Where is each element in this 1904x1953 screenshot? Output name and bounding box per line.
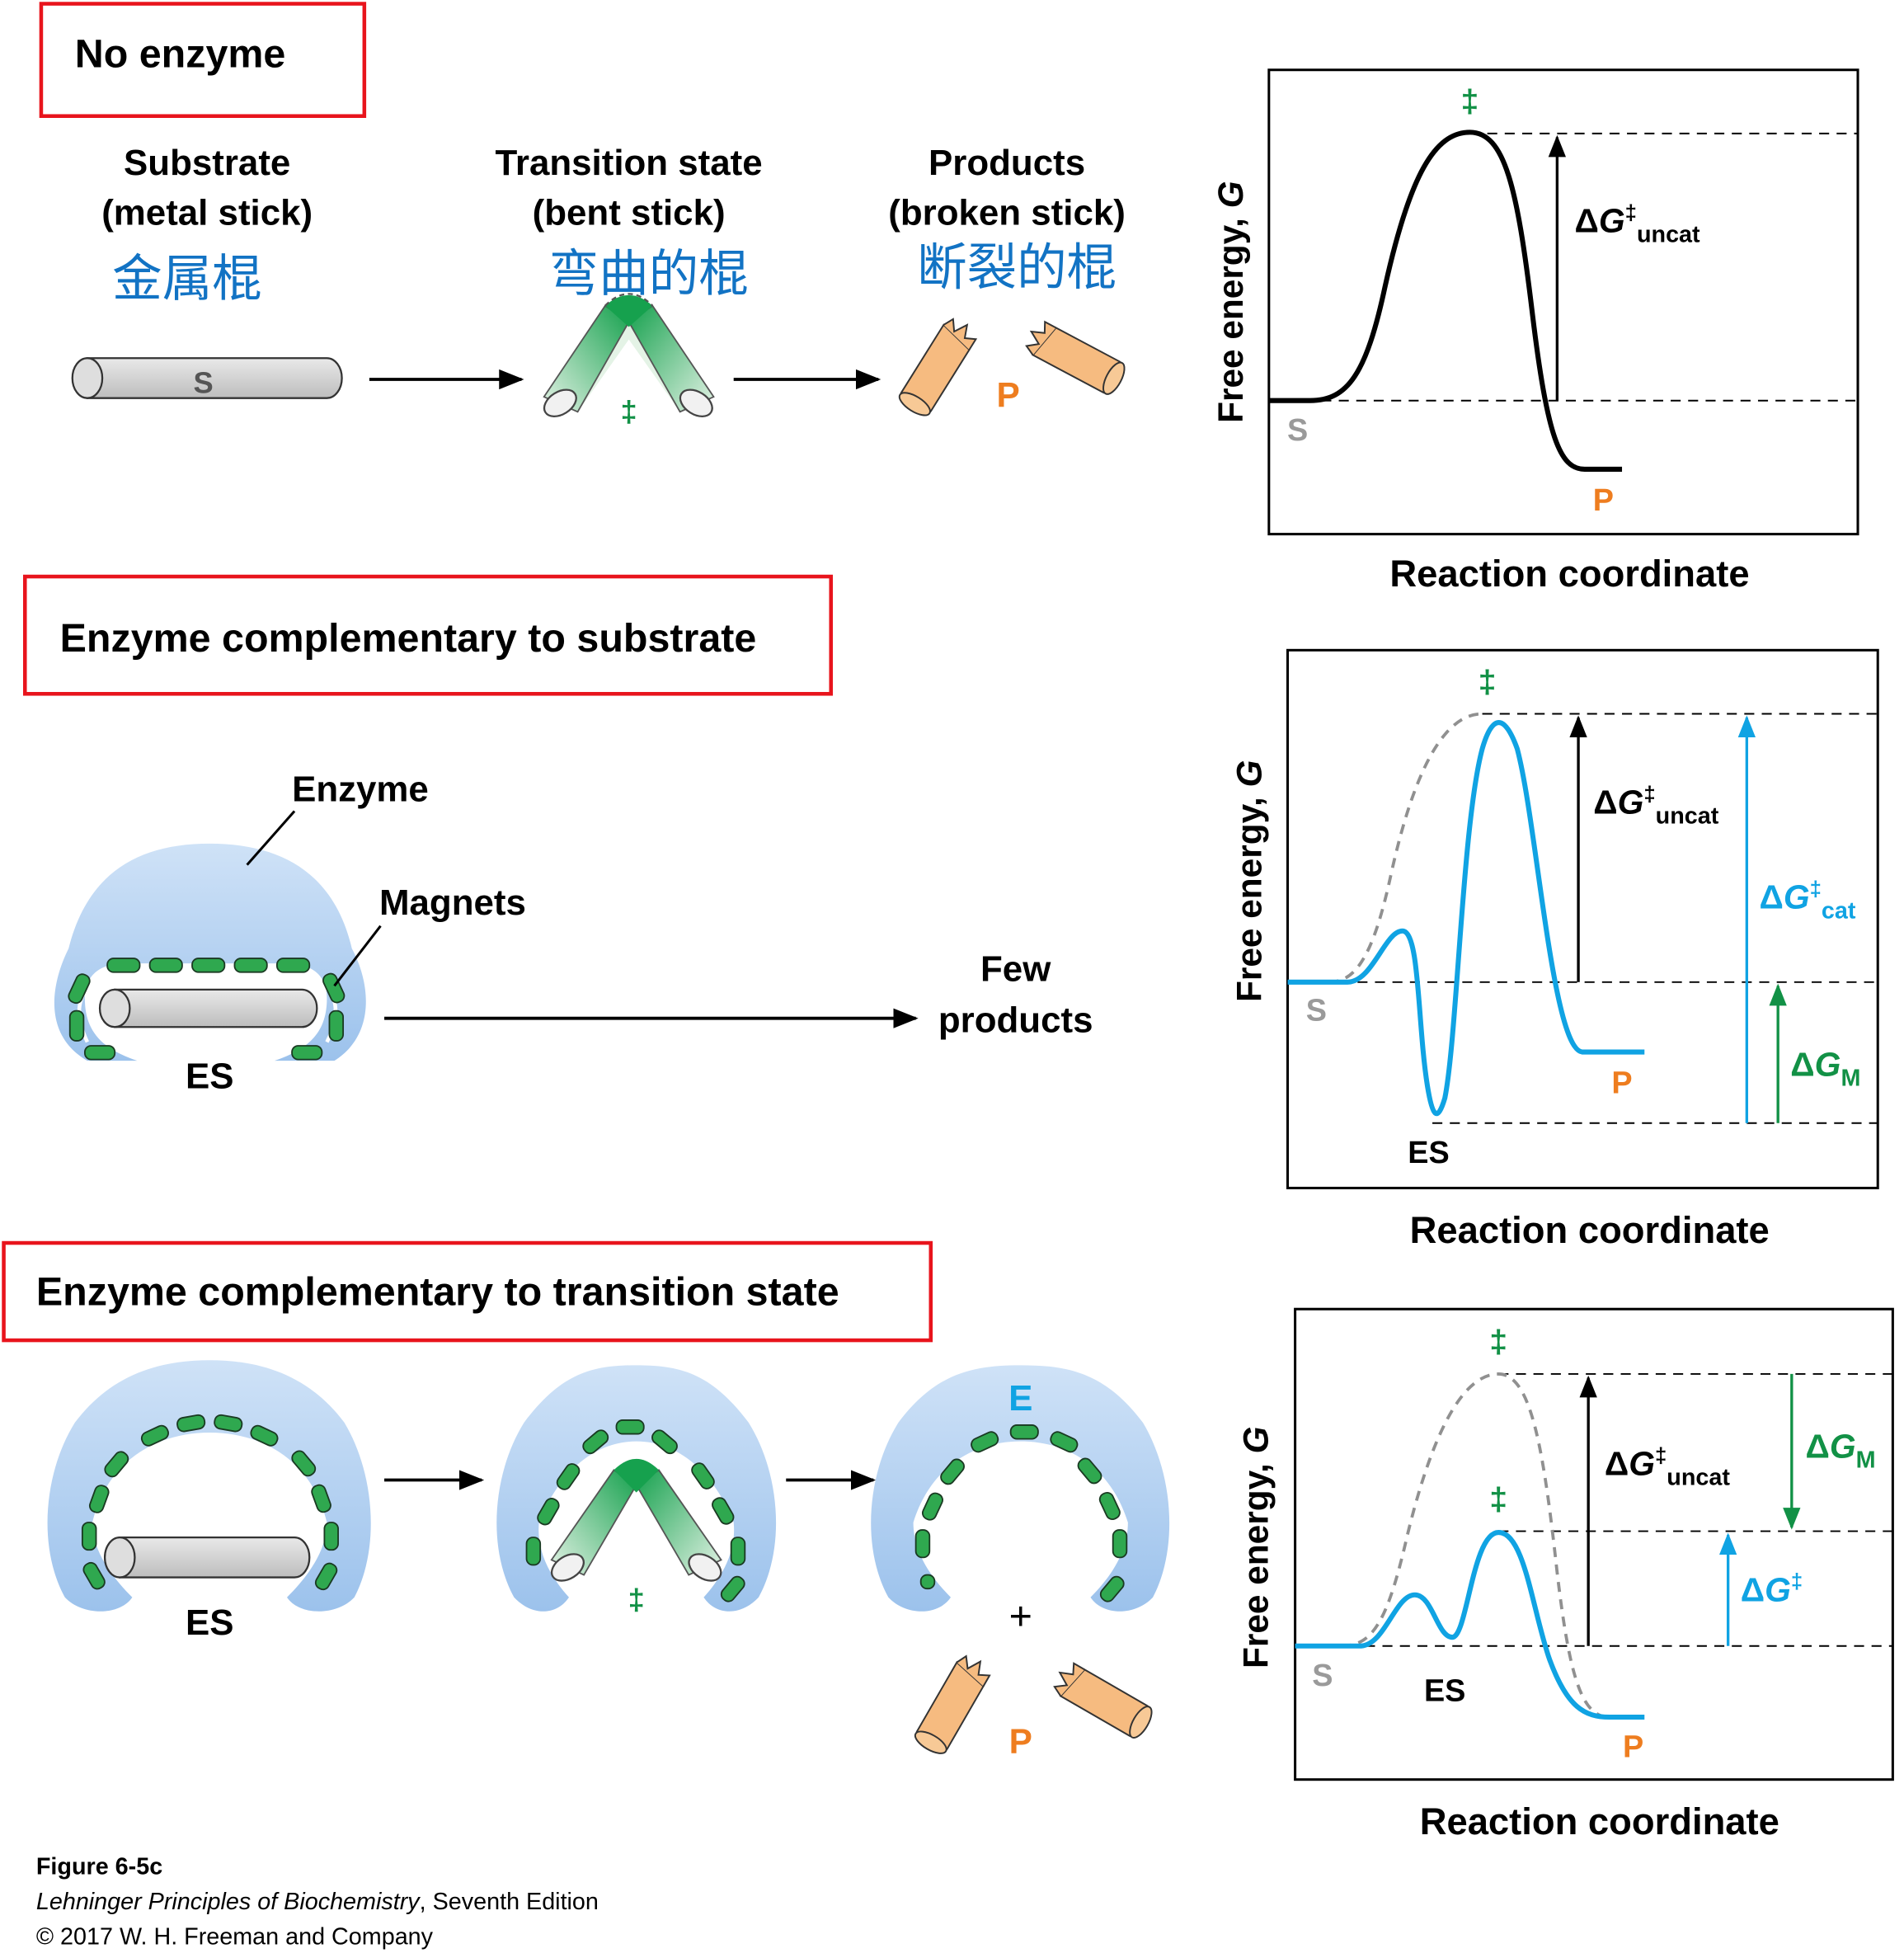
products-chinese-label: 断裂的棍	[917, 239, 1117, 295]
enzyme-icon	[54, 843, 366, 1061]
magnet-icon	[81, 1414, 339, 1591]
broken-stick-icon	[895, 313, 981, 421]
p-label: P	[1593, 483, 1614, 518]
broken-stick-icon	[1049, 1659, 1157, 1742]
dagger-label: ‡	[1489, 1324, 1507, 1360]
transition-dagger-mark: ‡	[621, 394, 637, 428]
p-label: P	[1623, 1729, 1643, 1764]
transition-sublabel: (bent stick)	[533, 192, 726, 233]
panel-title: Enzyme complementary to transition state	[36, 1270, 839, 1315]
products-p-mark: P	[1009, 1722, 1032, 1761]
x-axis-label: Reaction coordinate	[1420, 1800, 1779, 1842]
es-label: ES	[1424, 1673, 1465, 1708]
dagger-label: ‡	[1479, 664, 1497, 700]
panel-title: No enzyme	[75, 32, 286, 77]
y-axis-label: Free energy, G	[1230, 760, 1269, 1002]
magnet-icon	[68, 958, 346, 1061]
broken-stick-icon	[910, 1650, 994, 1759]
magnets-pointer-line	[333, 925, 382, 987]
energy-graph-substrate-binding: ‡ ΔG‡uncat ΔG‡cat ΔGM S ES P Reaction co…	[1230, 648, 1879, 1251]
p-label: P	[1611, 1066, 1632, 1100]
products-sublabel: (broken stick)	[888, 192, 1126, 233]
substrate-label: Substrate	[124, 143, 290, 183]
magnet-icon	[525, 1419, 746, 1602]
substrate-s-mark: S	[194, 366, 214, 400]
substrate-sublabel: (metal stick)	[101, 192, 313, 233]
es-label: ES	[1408, 1136, 1449, 1170]
title-box	[39, 2, 367, 118]
enzyme-e-label: E	[1008, 1378, 1032, 1419]
dagger-label: ‡	[1489, 1481, 1507, 1518]
bent-stick-icon	[543, 293, 715, 417]
enzyme-pointer-line	[246, 810, 296, 866]
transition-label: Transition state	[496, 143, 763, 183]
s-label: S	[1312, 1659, 1333, 1693]
es-label: ES	[186, 1056, 234, 1096]
graph-frame	[1294, 1307, 1894, 1781]
catalyzed-curve	[1295, 1530, 1645, 1720]
graph-frame	[1267, 68, 1859, 536]
energy-graph-uncatalyzed: ‡ ΔG‡uncat S P Reaction coordinate Free …	[1211, 68, 1859, 595]
products-p-mark: P	[996, 375, 1019, 414]
metal-stick-icon	[71, 357, 343, 399]
plus-sign: +	[1009, 1594, 1032, 1639]
book-title: Lehninger Principles of Biochemistry, Se…	[36, 1889, 599, 1915]
uncatalyzed-curve-dashed	[1341, 1372, 1610, 1719]
energy-graph-transition-binding: ‡ ‡ ΔG‡uncat ΔGM ΔG‡ S ES P Reaction coo…	[1236, 1307, 1894, 1842]
uncatalyzed-curve-dashed	[1328, 712, 1483, 984]
copyright-line: © 2017 W. H. Freeman and Company	[36, 1923, 434, 1950]
panel-no-enzyme: No enzyme Substrate (metal stick) 金属棍 Tr…	[39, 2, 1130, 428]
es-label: ES	[186, 1602, 234, 1643]
transition-chinese-label: 弯曲的棍	[549, 246, 749, 302]
x-axis-label: Reaction coordinate	[1389, 553, 1749, 595]
x-axis-label: Reaction coordinate	[1410, 1209, 1770, 1251]
enzyme-icon	[47, 1360, 371, 1612]
result-label-line1: Few	[980, 948, 1051, 989]
transition-dagger-mark: ‡	[628, 1583, 645, 1617]
y-axis-label: Free energy, G	[1211, 181, 1250, 423]
substrate-chinese-label: 金属棍	[112, 251, 262, 307]
dagger-label: ‡	[1460, 83, 1479, 120]
bent-stick-icon	[550, 1458, 722, 1582]
figure-caption: Figure 6-5c Lehninger Principles of Bioc…	[36, 1854, 599, 1951]
products-label: Products	[928, 143, 1085, 183]
enzyme-icon	[496, 1365, 777, 1612]
graph-frame	[1286, 648, 1879, 1189]
panel-complementary-transition: Enzyme complementary to transition state…	[2, 1240, 1170, 1761]
panel-title: Enzyme complementary to substrate	[60, 616, 757, 661]
metal-stick-icon	[98, 988, 318, 1028]
title-box	[22, 574, 833, 696]
figure-number: Figure 6-5c	[36, 1854, 162, 1880]
magnets-label: Magnets	[379, 882, 526, 923]
uncatalyzed-curve	[1268, 129, 1623, 472]
title-box	[2, 1240, 933, 1343]
metal-stick-icon	[103, 1537, 311, 1579]
result-label-line2: products	[938, 1000, 1093, 1040]
y-axis-label: Free energy, G	[1236, 1426, 1275, 1668]
enzyme-icon	[871, 1365, 1170, 1612]
panel-complementary-substrate: Enzyme complementary to substrate Enzyme…	[22, 574, 1093, 1096]
catalyzed-curve	[1287, 720, 1645, 1117]
enzyme-label: Enzyme	[292, 769, 429, 809]
s-label: S	[1287, 413, 1308, 448]
s-label: S	[1306, 994, 1327, 1028]
broken-stick-icon	[1021, 318, 1130, 398]
magnet-icon	[914, 1424, 1128, 1602]
